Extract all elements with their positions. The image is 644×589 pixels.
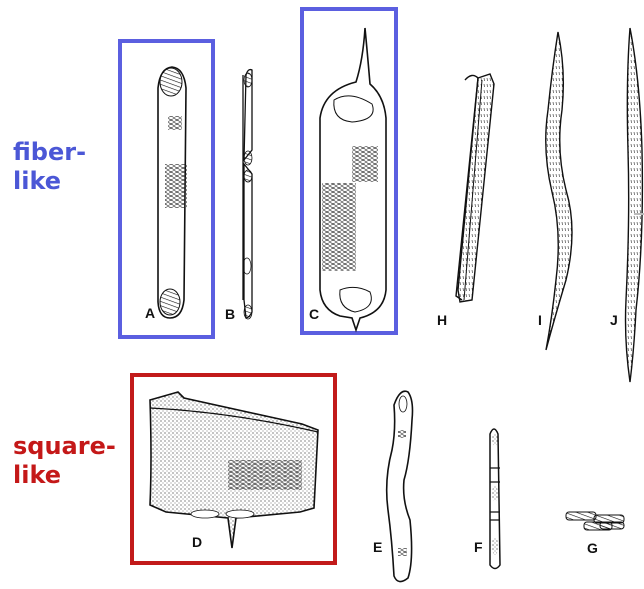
- cell-label-c: C: [309, 306, 319, 322]
- cell-drawing-c: [320, 28, 386, 330]
- cell-label-e: E: [373, 539, 382, 555]
- cell-drawing-j: [626, 28, 644, 382]
- cell-drawing-e: [387, 391, 413, 581]
- cell-drawing-g: [566, 512, 624, 530]
- cell-drawing-h: [456, 74, 494, 302]
- cell-label-g: G: [587, 540, 598, 556]
- cell-label-a: A: [145, 305, 155, 321]
- cell-drawing-a: [158, 67, 187, 318]
- cell-drawing-f: [490, 429, 500, 569]
- cell-label-f: F: [474, 539, 483, 555]
- cell-drawing-b: [243, 70, 252, 319]
- cell-label-h: H: [437, 312, 447, 328]
- cell-label-d: D: [192, 534, 202, 550]
- cell-label-j: J: [610, 312, 618, 328]
- cell-label-b: B: [225, 306, 235, 322]
- cell-drawing-i: [546, 32, 572, 350]
- cell-drawing-d: [150, 392, 318, 548]
- cell-label-i: I: [538, 312, 542, 328]
